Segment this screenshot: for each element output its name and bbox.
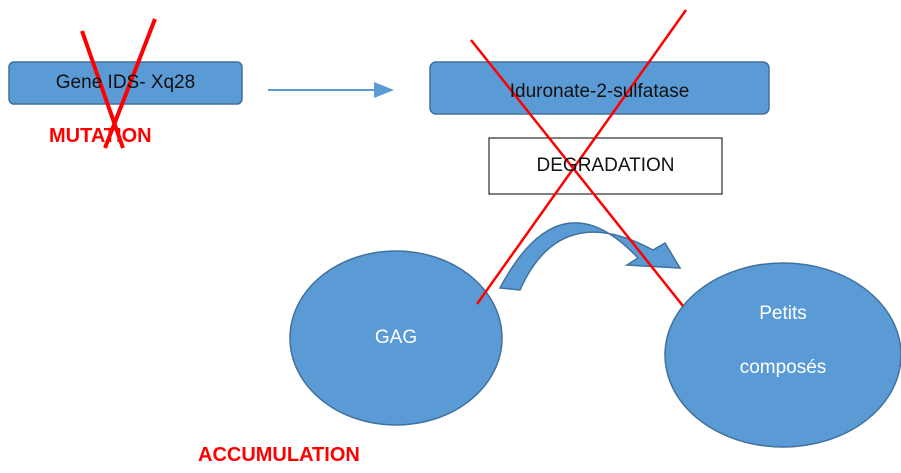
petits-composes-node xyxy=(664,262,901,448)
enzyme-cross-line-2 xyxy=(475,9,688,305)
enzyme-cross-line-1 xyxy=(470,39,684,307)
gene-node xyxy=(8,61,243,105)
petits-composes-label-line1: Petits xyxy=(759,303,807,324)
enzyme-label: Iduronate-2-sulfatase xyxy=(509,81,690,102)
gene-cross-line-1 xyxy=(80,30,125,149)
petits-composes-label-line2: composés xyxy=(739,357,827,378)
enzyme-node xyxy=(429,61,770,115)
degradation-node xyxy=(488,137,723,195)
degradation-curved-arrow xyxy=(498,222,682,291)
gene-label: Gene IDS- Xq28 xyxy=(55,72,196,93)
mutation-label: MUTATION xyxy=(49,125,152,147)
gene-cross-line-2 xyxy=(103,18,157,149)
gag-node xyxy=(289,250,503,426)
accumulation-label: ACCUMULATION xyxy=(198,444,360,466)
degradation-label: DEGRADATION xyxy=(536,155,675,176)
gag-label: GAG xyxy=(374,327,418,348)
